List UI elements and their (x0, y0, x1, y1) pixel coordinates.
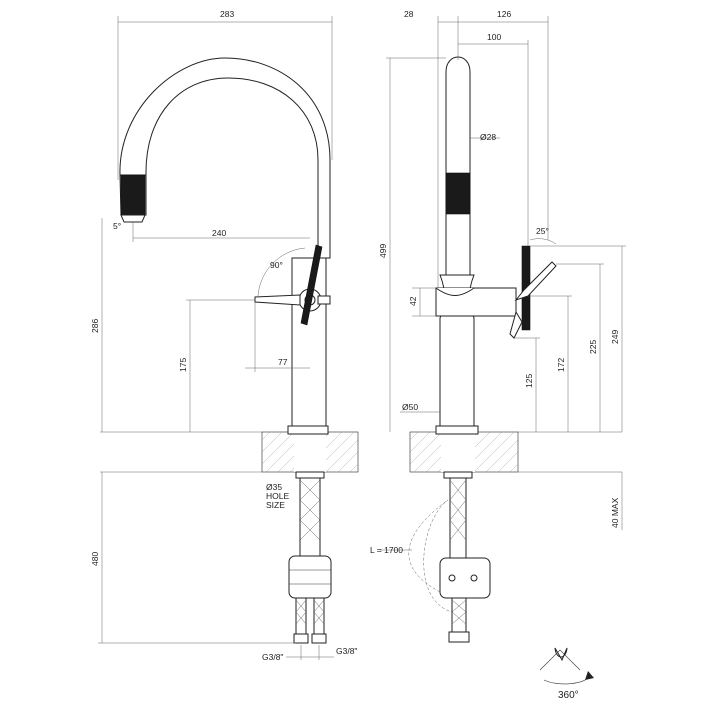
dim-28: 28 (404, 9, 414, 19)
dim-25-deg: 25° (536, 226, 549, 236)
dim-5-deg: 5° (113, 221, 121, 231)
dim-225: 225 (588, 340, 598, 354)
lever (300, 244, 323, 326)
dim-dia-50: Ø50 (402, 402, 418, 412)
dim-40-max: 40 MAX (610, 497, 620, 528)
dim-90-deg: 90° (270, 260, 283, 270)
hoses-left (288, 471, 332, 644)
knurled-grip-side (445, 172, 471, 215)
dim-42: 42 (408, 296, 418, 306)
spout (119, 57, 331, 259)
dim-240: 240 (212, 228, 226, 238)
side-view: 28 126 100 Ø28 25° 499 42 249 225 172 12… (370, 9, 626, 643)
dim-hose-length: L = 1700 (370, 545, 403, 555)
dim-286: 286 (90, 319, 100, 333)
dim-hole-label: HOLE (266, 491, 289, 501)
countertop-left (261, 431, 359, 473)
dim-hole-35: Ø35 (266, 482, 282, 492)
dim-249: 249 (610, 330, 620, 344)
dim-100: 100 (487, 32, 501, 42)
rotation-symbol: 360° (539, 647, 594, 701)
dim-thread-right: G3/8" (336, 646, 357, 656)
knurled-grip (120, 174, 146, 216)
dim-125: 125 (524, 374, 534, 388)
dim-480: 480 (90, 552, 100, 566)
faucet-body (291, 257, 327, 427)
hoses-right (408, 471, 491, 643)
dim-172: 172 (556, 358, 566, 372)
front-view: 283 240 5° 90° 286 175 77 480 Ø35 HOLE S… (90, 9, 359, 662)
rotation-label: 360° (558, 690, 579, 701)
dim-283: 283 (220, 9, 234, 19)
spout-side (445, 56, 471, 276)
dim-126: 126 (497, 9, 511, 19)
dim-hole-size: SIZE (266, 500, 285, 510)
dim-77: 77 (278, 357, 288, 367)
countertop-right (409, 431, 519, 473)
dim-499: 499 (378, 244, 388, 258)
dim-thread-left: G3/8" (262, 652, 283, 662)
dim-dia-28: Ø28 (480, 132, 496, 142)
dim-175: 175 (178, 358, 188, 372)
